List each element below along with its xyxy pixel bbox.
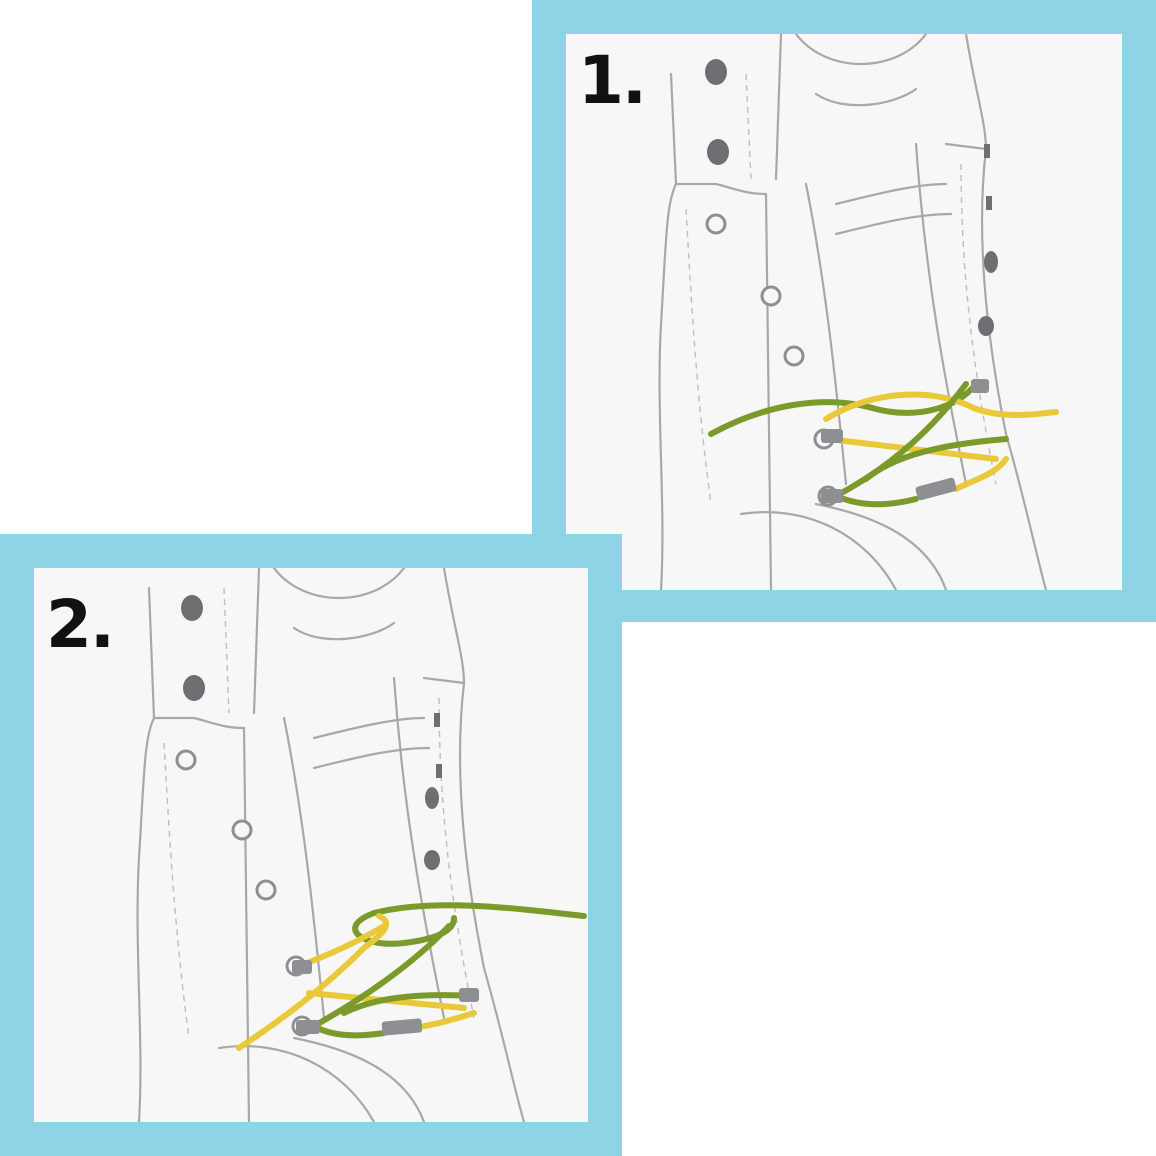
lace-green-segment: [863, 436, 1009, 482]
eyelets-left: [175, 595, 313, 1037]
eyelet: [984, 251, 998, 273]
boot-collar-left: [669, 72, 678, 186]
lace-yellow-segment: [825, 436, 999, 462]
lace-green-segment: [311, 1023, 387, 1039]
lace-green-segment: [833, 381, 969, 499]
step-2-panel: 2.: [0, 534, 622, 1156]
boot-outline: [658, 182, 773, 590]
eyelet: [986, 196, 992, 210]
eyelet: [175, 749, 197, 771]
eyelet: [231, 819, 253, 841]
lace-yellow-segment: [953, 456, 1009, 492]
eyelet: [705, 59, 727, 85]
step-1-panel: 1.: [532, 0, 1156, 622]
eyelet: [705, 213, 727, 235]
eyelet: [760, 285, 782, 307]
eyelets-left: [705, 59, 839, 507]
boot-stitching-collar: [745, 73, 752, 180]
boot-stitching-right: [438, 697, 475, 1019]
boot-outline: [136, 716, 251, 1122]
eyelet: [424, 850, 440, 870]
boot-stitching-right: [960, 163, 997, 485]
boot-stitching-left: [163, 742, 190, 1039]
eyelet: [978, 316, 994, 336]
lace-aglet: [821, 429, 843, 443]
step-number-label: 1.: [578, 42, 647, 119]
boot-toe-line: [814, 502, 948, 590]
lace-green-segment: [833, 493, 919, 508]
lace-green-segment: [311, 923, 452, 1029]
boot-tongue-band: [834, 182, 953, 236]
boot-lacing-illustration-step-2: [136, 568, 587, 1122]
lace-yellow-segment: [823, 391, 1059, 422]
boot-right-edge: [442, 568, 466, 685]
boot-stitching-collar: [223, 587, 230, 714]
boot-collar-left: [147, 586, 156, 720]
lace-aglet: [292, 960, 312, 974]
lace-aglet: [915, 477, 957, 501]
boot-tongue-band: [312, 716, 431, 770]
boot-collar-right: [252, 568, 261, 715]
lace-aglet: [459, 988, 479, 1002]
shoelace-knot: [236, 902, 587, 1051]
boot-right-facing: [944, 142, 1048, 590]
eyelet: [183, 675, 205, 701]
eyelet: [434, 713, 440, 727]
eyelet: [783, 345, 805, 367]
eyelet: [984, 144, 990, 158]
boot-tongue: [794, 34, 928, 107]
step-2-illustration-area: 2.: [34, 568, 588, 1122]
lace-green-segment: [341, 992, 477, 1016]
eyelets-right: [978, 144, 998, 336]
eyelet: [436, 764, 442, 778]
boot-toe-line: [292, 1036, 426, 1122]
lace-green-segment: [371, 902, 587, 919]
lace-aglet: [821, 489, 843, 503]
boot-sole-curve: [217, 1045, 376, 1122]
step-number-label: 2.: [46, 586, 115, 663]
lace-aglet: [296, 1020, 320, 1034]
boot-stitching-left: [685, 208, 712, 505]
lace-aglet: [971, 379, 989, 393]
eyelets-right: [424, 713, 442, 870]
boot-right-facing: [422, 676, 526, 1122]
eyelet: [425, 787, 439, 809]
boot-right-edge: [964, 34, 988, 151]
eyelet: [707, 139, 729, 165]
eyelet: [255, 879, 277, 901]
boot-tongue-side: [282, 676, 446, 1020]
boot-lacing-illustration-step-1: [658, 34, 1059, 590]
lace-yellow-segment: [421, 1010, 477, 1029]
eyelet: [181, 595, 203, 621]
shoelace-knot: [708, 379, 1059, 508]
boot-collar-right: [774, 34, 783, 181]
boot-tongue: [272, 568, 406, 641]
step-1-illustration-area: 1.: [566, 34, 1122, 590]
boot-sole-curve: [739, 511, 898, 590]
lace-aglet: [381, 1018, 423, 1036]
